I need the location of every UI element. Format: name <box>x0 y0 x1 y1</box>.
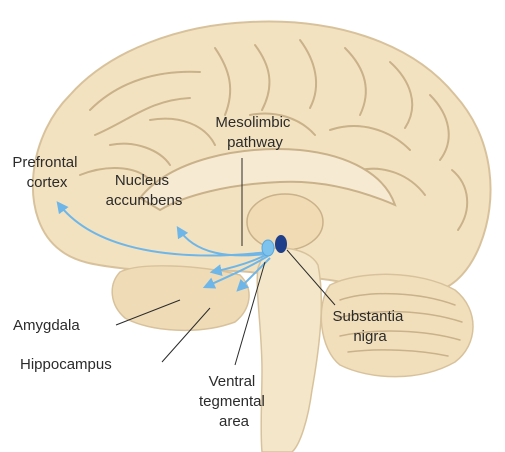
label-ventral-line2: tegmental <box>199 393 265 410</box>
label-ventral-line3: area <box>219 413 250 430</box>
label-nucleus-line2: accumbens <box>106 192 183 209</box>
label-nucleus-line1: Nucleus <box>115 172 169 189</box>
cerebellum <box>321 274 473 376</box>
label-ventral-line1: Ventral <box>209 373 256 390</box>
substantia-nigra-marker <box>275 235 287 253</box>
label-substantia-line2: nigra <box>353 328 387 345</box>
label-substantia-line1: Substantia <box>332 308 404 325</box>
label-mesolimbic-line2: pathway <box>227 134 283 151</box>
label-mesolimbic-line1: Mesolimbic <box>215 114 291 131</box>
ventral-tegmental-area-marker <box>262 240 274 256</box>
label-amygdala: Amygdala <box>13 317 80 334</box>
label-ventral-tegmental-area: Ventral tegmental area <box>199 373 269 430</box>
label-prefrontal-line1: Prefrontal <box>12 154 77 171</box>
label-hippocampus: Hippocampus <box>20 356 112 373</box>
label-prefrontal-line2: cortex <box>27 174 68 191</box>
